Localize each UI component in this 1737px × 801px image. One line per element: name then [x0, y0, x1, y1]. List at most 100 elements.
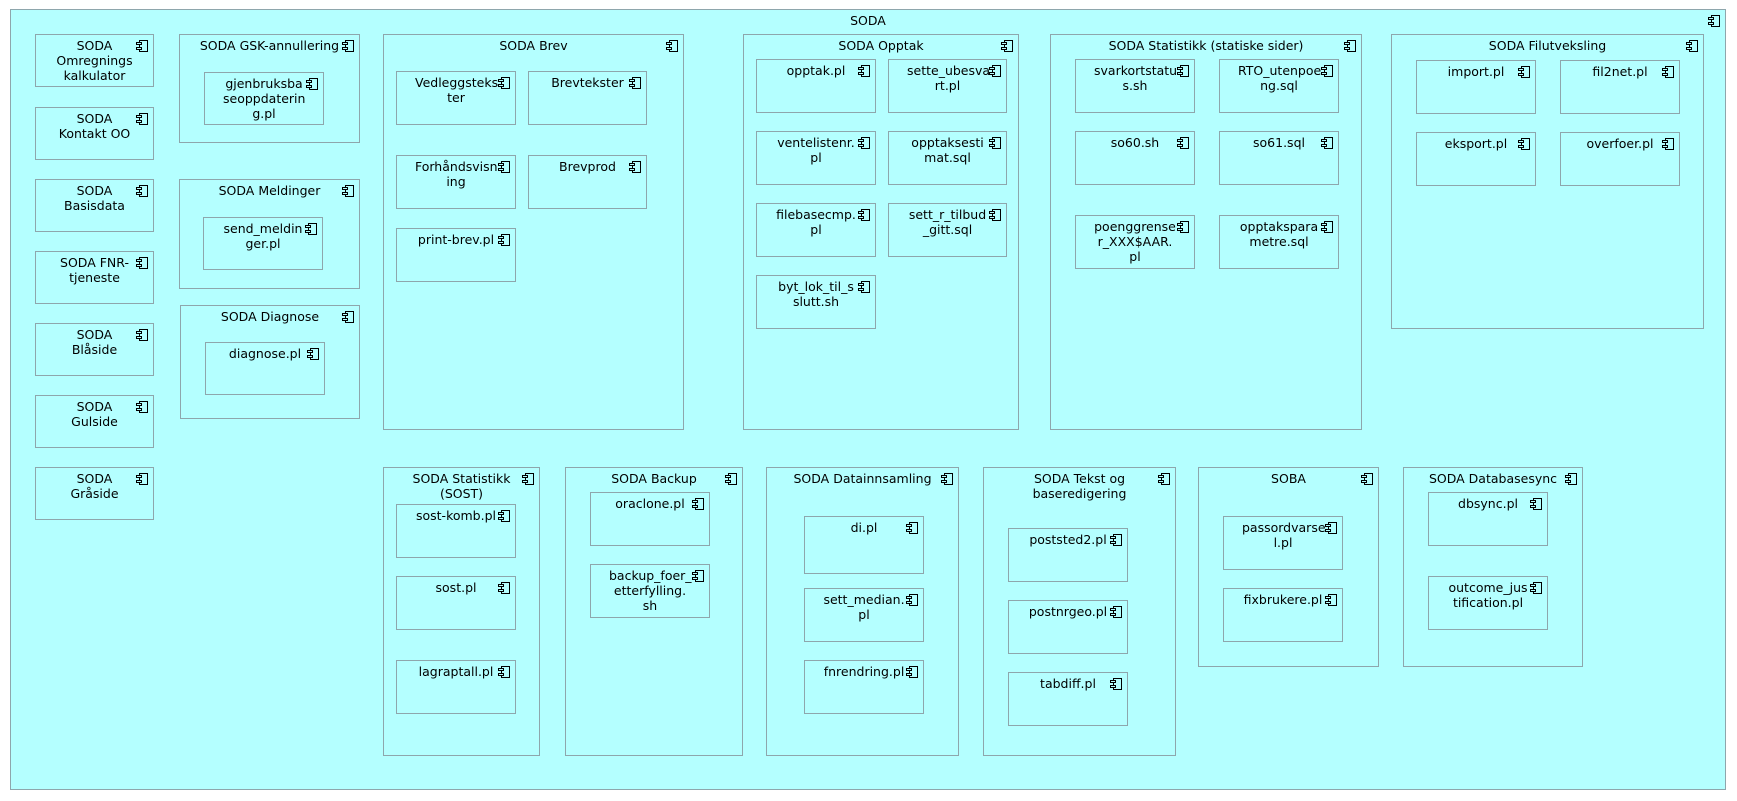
component-left-3-label: SODA FNR-tjeneste [60, 255, 129, 285]
component-icon [1686, 39, 1700, 55]
component-icon [906, 593, 920, 609]
component-icon [989, 136, 1003, 152]
group-tekst-og-baseredigering-item-2: tabdiff.pl [1008, 672, 1128, 726]
group-brev-item-3: Brevprod [528, 155, 647, 209]
group-statistikk-statiske-sider-item-3: so61.sql [1219, 131, 1339, 185]
component-icon [1321, 220, 1335, 236]
component-icon [1361, 472, 1375, 488]
group-statistikk-sost-item-0: sost-komb.pl [396, 504, 516, 558]
component-icon [629, 160, 643, 176]
component-icon [858, 208, 872, 224]
group-filutveksling-item-3: overfoer.pl [1560, 132, 1680, 186]
group-soba-label: SOBA [1271, 471, 1306, 486]
component-icon [1530, 581, 1544, 597]
component-icon [1708, 14, 1722, 30]
group-filutveksling-item-0: import.pl [1416, 60, 1536, 114]
group-backup-item-0: oraclone.pl [590, 492, 710, 546]
group-datainnsamling-item-2: fnrendring.pl [804, 660, 924, 714]
group-diagnose-item-0: diagnose.pl [205, 342, 325, 395]
component-icon [858, 280, 872, 296]
soda-frame-label: SODA [850, 13, 886, 28]
group-statistikk-sost-item-2: lagraptall.pl [396, 660, 516, 714]
group-statistikk-statiske-sider-item-3-label: so61.sql [1253, 135, 1305, 150]
component-icon [1001, 39, 1015, 55]
component-icon [1325, 521, 1339, 537]
component-icon [906, 521, 920, 537]
component-icon [725, 472, 739, 488]
component-icon [629, 76, 643, 92]
component-icon [1565, 472, 1579, 488]
component-left-4-label: SODA Blåside [71, 327, 118, 357]
group-opptak-item-0-label: opptak.pl [786, 63, 846, 78]
component-icon [342, 184, 356, 200]
group-backup-item-1-label: backup_foer_etterfylling.sh [609, 568, 692, 613]
group-datainnsamling-label: SODA Datainnsamling [793, 471, 932, 486]
component-icon [307, 347, 321, 363]
component-icon [136, 256, 150, 272]
group-soba-item-1-label: fixbrukere.pl [1243, 592, 1323, 607]
group-tekst-og-baseredigering-item-0-label: poststed2.pl [1029, 532, 1107, 547]
group-databasesync-item-0: dbsync.pl [1428, 492, 1548, 546]
component-icon [136, 184, 150, 200]
group-backup-item-0-label: oraclone.pl [615, 496, 685, 511]
component-icon [989, 208, 1003, 224]
group-tekst-og-baseredigering-item-2-label: tabdiff.pl [1040, 676, 1096, 691]
component-icon [136, 328, 150, 344]
component-icon [989, 64, 1003, 80]
group-opptak-item-5-label: sett_r_tilbud_gitt.sql [908, 207, 987, 237]
component-icon [498, 233, 512, 249]
group-statistikk-sost-item-1: sost.pl [396, 576, 516, 630]
group-datainnsamling-item-1: sett_median.pl [804, 588, 924, 642]
component-left-3: SODA FNR-tjeneste [35, 251, 154, 304]
component-icon [1110, 533, 1124, 549]
component-icon [136, 39, 150, 55]
group-statistikk-sost-item-2-label: lagraptall.pl [418, 664, 494, 679]
group-datainnsamling-item-2-label: fnrendring.pl [823, 664, 905, 679]
component-icon [1518, 65, 1532, 81]
group-opptak-item-2: ventelistenr.pl [756, 131, 876, 185]
component-icon [858, 136, 872, 152]
group-brev-item-4: print-brev.pl [396, 228, 516, 282]
component-icon [1177, 136, 1191, 152]
group-filutveksling-item-1: fil2net.pl [1560, 60, 1680, 114]
group-diagnose-label: SODA Diagnose [220, 309, 320, 324]
component-icon [692, 569, 706, 585]
group-brev-item-1-label: Brevtekster [551, 75, 624, 90]
group-opptak-label: SODA Opptak [838, 38, 924, 53]
component-icon [136, 112, 150, 128]
group-tekst-og-baseredigering-item-0: poststed2.pl [1008, 528, 1128, 582]
group-databasesync-label: SODA Databasesync [1428, 471, 1558, 486]
